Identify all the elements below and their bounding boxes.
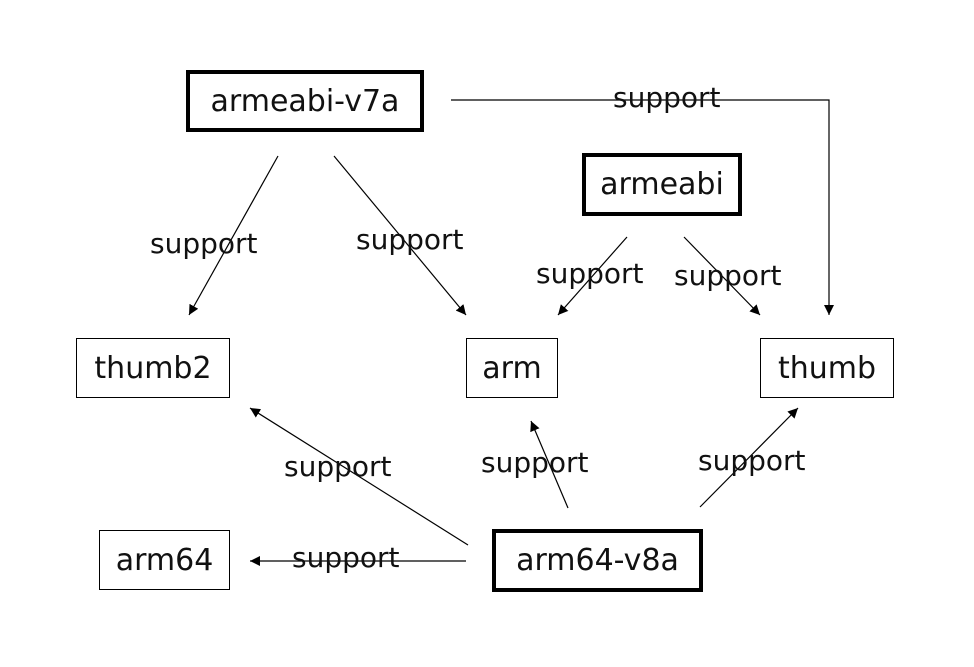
node-arm: arm: [466, 338, 558, 398]
edge-armeabi-v7a-thumb2: [188, 155, 279, 316]
edge-armeabi-thumb: [683, 236, 761, 316]
edge-label-arm64-v8a-thumb: support: [698, 444, 806, 477]
node-arm64: arm64: [99, 530, 230, 590]
edge-label-armeabi-v7a-thumb: support: [613, 81, 721, 114]
edge-label-armeabi-arm: support: [536, 257, 644, 290]
edge-armeabi-v7a-arm: [333, 155, 467, 316]
edge-label-armeabi-thumb: support: [674, 259, 782, 292]
edge-label-armeabi-v7a-arm: support: [356, 223, 464, 256]
edge-armeabi-arm: [557, 236, 628, 316]
edge-label-arm64-v8a-arm: support: [481, 446, 589, 479]
node-armeabi-v7a: armeabi-v7a: [186, 70, 424, 132]
node-thumb2: thumb2: [76, 338, 230, 398]
node-thumb: thumb: [760, 338, 894, 398]
edge-label-armeabi-v7a-thumb2: support: [150, 227, 258, 260]
edge-label-arm64-v8a-thumb2: support: [284, 450, 392, 483]
edge-arm64-v8a-arm: [530, 420, 569, 509]
edge-armeabi-v7a-thumb: [451, 99, 834, 315]
node-armeabi: armeabi: [582, 153, 742, 216]
node-arm64-v8a: arm64-v8a: [492, 529, 703, 592]
edge-arm64-v8a-thumb: [699, 407, 799, 508]
edge-label-arm64-v8a-arm64: support: [292, 541, 400, 574]
edge-arm64-v8a-thumb2: [249, 407, 469, 546]
